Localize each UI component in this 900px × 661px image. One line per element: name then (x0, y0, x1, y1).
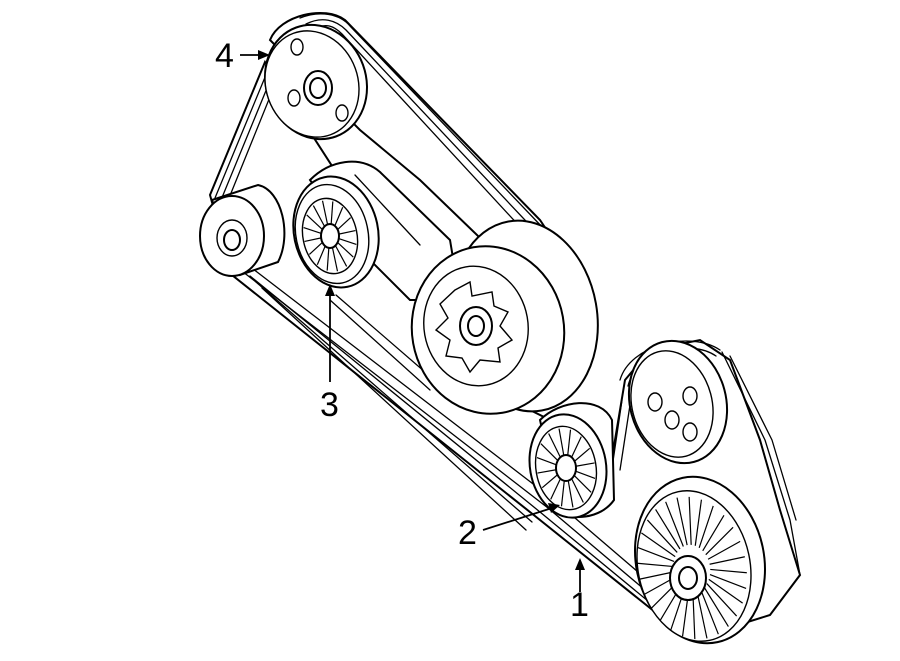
callout-2: 2 (458, 503, 560, 552)
pulley-spoke (710, 568, 747, 574)
pulley-3 (292, 175, 380, 289)
callout-4-label: 4 (215, 37, 234, 75)
pulley-spoke (308, 241, 324, 255)
callout-1-label: 1 (570, 586, 589, 624)
pulley-spoke (316, 245, 327, 265)
pulley-spoke (570, 436, 582, 458)
pulley-spoke (337, 242, 354, 258)
pulley-spoke (333, 207, 344, 227)
center-pulley (410, 219, 599, 415)
pulley-spoke (560, 480, 565, 507)
pulley-spoke (646, 519, 678, 553)
pulley-4 (263, 23, 369, 141)
pulley-spoke (637, 562, 674, 568)
pulley-spoke (331, 247, 339, 272)
pulley-spoke (304, 237, 322, 242)
callout-3: 3 (320, 284, 339, 424)
ac-compressor-pulley (634, 475, 766, 645)
pulley-spoke (665, 501, 684, 547)
pulley-spoke (655, 509, 681, 550)
pulley-spoke (696, 590, 708, 639)
pulley-spoke (338, 230, 356, 235)
pulley-spoke (536, 457, 557, 466)
pulley-spoke (575, 470, 596, 479)
pulley-spoke (330, 201, 334, 225)
pulley-2 (528, 402, 616, 519)
pulley-spoke (709, 556, 745, 565)
callout-4: 4 (215, 37, 270, 75)
pulley-spoke (571, 478, 584, 503)
pulley-spoke (321, 200, 329, 225)
pulley-spoke (637, 546, 675, 563)
pulley-spoke (541, 474, 559, 489)
pulley-spoke (574, 475, 592, 493)
pulley-spoke (326, 247, 330, 271)
left-idler-pulley (199, 183, 286, 277)
pulley-spoke (700, 589, 719, 635)
pulley-spoke (709, 573, 747, 590)
callout-2-label: 2 (458, 514, 477, 552)
pulley-spoke (558, 428, 565, 456)
pulley-spoke (548, 433, 561, 458)
pulley-spoke (639, 571, 675, 580)
pulley-spoke (708, 578, 743, 604)
pulley-spoke (707, 540, 741, 560)
pulley-spoke (702, 515, 725, 552)
pulley-spoke (537, 469, 557, 474)
callout-1: 1 (570, 558, 589, 624)
pulley-spoke (575, 462, 595, 467)
pulley-spoke (705, 526, 734, 556)
callout-3-label: 3 (320, 386, 339, 424)
pulley-spoke (567, 480, 574, 508)
pulley-spoke (694, 499, 703, 546)
pulley-spoke (312, 205, 325, 227)
pulley-spoke (540, 443, 558, 461)
pulley-spoke (336, 217, 352, 231)
pulley-spoke (306, 214, 323, 230)
pulley-spoke (303, 226, 322, 234)
pulley-spoke (567, 429, 572, 456)
pulley-spoke (641, 532, 676, 558)
pulley-spoke (706, 583, 738, 617)
pulley-spoke (338, 238, 357, 246)
pulley-spoke (676, 497, 688, 546)
pulley-spoke (573, 447, 591, 462)
pulley-spoke (688, 496, 692, 545)
pulley-spoke (335, 245, 348, 267)
pulley-spoke (550, 478, 562, 500)
pulley-spoke (698, 505, 714, 548)
pulley-spoke (703, 586, 729, 627)
alternator-pulley (627, 339, 729, 465)
